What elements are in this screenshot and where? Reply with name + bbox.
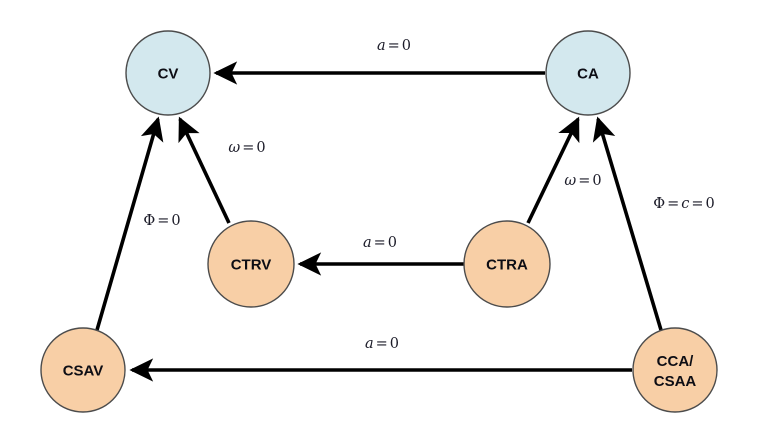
edge-label-rel: = [387, 37, 400, 54]
edge-label-rel: = [375, 335, 388, 352]
node-ctra-label: CTRA [486, 257, 528, 274]
edge-label-rel2: = [691, 195, 704, 212]
edge-label-var: a [362, 234, 372, 251]
edge-label-rel: = [157, 212, 170, 229]
edge-label-rel: = [242, 139, 255, 156]
edge-ctrv-to-cv [178, 116, 231, 224]
edge-label-rel: = [667, 195, 680, 212]
node-cv-circle[interactable] [125, 30, 211, 116]
node-cca-csaa-label-line-2: CSAA [654, 373, 697, 390]
node-ca-label: CA [577, 66, 599, 83]
edge-label-ctrv-to-cv: ω=0 [228, 141, 265, 156]
node-ctrv[interactable]: CTRV [207, 220, 295, 308]
node-ca[interactable]: CA [545, 30, 631, 116]
node-csav-circle[interactable] [40, 327, 126, 413]
edge-label-ctra-to-ctrv: a=0 [363, 236, 397, 251]
node-ctra[interactable]: CTRA [463, 220, 551, 308]
edge-ctra-to-ca [526, 116, 580, 224]
edge-label-var: ω [228, 139, 241, 156]
node-cca-csaa-label-line-1: CCA/ [657, 353, 694, 370]
edge-cca-to-ca [592, 116, 663, 331]
edge-csav-to-cv [95, 116, 164, 331]
edge-label-var: ω [564, 172, 577, 189]
edge-label-num: 0 [171, 212, 181, 229]
edge-label-rel: = [578, 172, 591, 189]
edge-label-cca-to-csav: a=0 [365, 337, 399, 352]
nodes-group: CV CA CTRV CTRA CSAV CCA/ CSAA [40, 30, 718, 413]
edge-label-cca-to-ca: Φ=c=0 [653, 197, 715, 212]
node-cv[interactable]: CV [125, 30, 211, 116]
edge-label-csav-to-cv: Φ=0 [143, 214, 180, 229]
edge-label-num: 0 [389, 335, 400, 352]
edge-label-var: a [364, 335, 374, 352]
node-csav-label: CSAV [63, 363, 104, 380]
node-cv-label: CV [158, 66, 179, 83]
edge-label-num: 0 [592, 172, 602, 189]
edge-label-num: 0 [387, 234, 398, 251]
edge-label-var: Φ [653, 195, 666, 212]
edge-label-var2: c [681, 195, 690, 212]
node-ctra-circle[interactable] [463, 220, 551, 308]
node-ctrv-circle[interactable] [207, 220, 295, 308]
node-ca-circle[interactable] [545, 30, 631, 116]
edge-label-rel: = [373, 234, 386, 251]
edges-group [95, 61, 663, 382]
node-csav[interactable]: CSAV [40, 327, 126, 413]
edge-label-ctra-to-ca: ω=0 [564, 174, 601, 189]
edge-label-ca-to-cv: a=0 [377, 39, 411, 54]
edge-label-var: Φ [143, 212, 156, 229]
edge-label-num: 0 [256, 139, 266, 156]
node-cca-csaa[interactable]: CCA/ CSAA [632, 327, 718, 413]
node-ctrv-label: CTRV [231, 257, 272, 274]
edge-label-num: 0 [401, 37, 412, 54]
edge-label-var: a [376, 37, 386, 54]
edge-label-num: 0 [705, 195, 715, 212]
node-cca-csaa-circle[interactable] [632, 327, 718, 413]
